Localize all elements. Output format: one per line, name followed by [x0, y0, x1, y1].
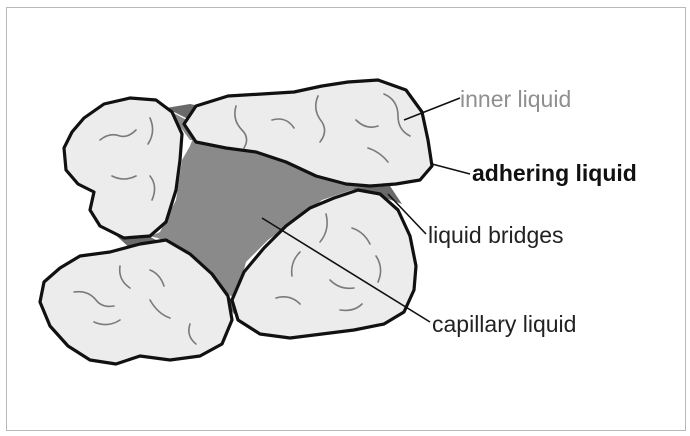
label-inner-liquid: inner liquid — [460, 86, 571, 112]
label-liquid-bridges: liquid bridges — [428, 222, 564, 248]
label-capillary-liquid: capillary liquid — [432, 311, 576, 337]
leader-adhering-liquid — [432, 164, 470, 174]
label-adhering-liquid: adhering liquid — [472, 160, 637, 186]
particle-top-left — [64, 98, 182, 238]
